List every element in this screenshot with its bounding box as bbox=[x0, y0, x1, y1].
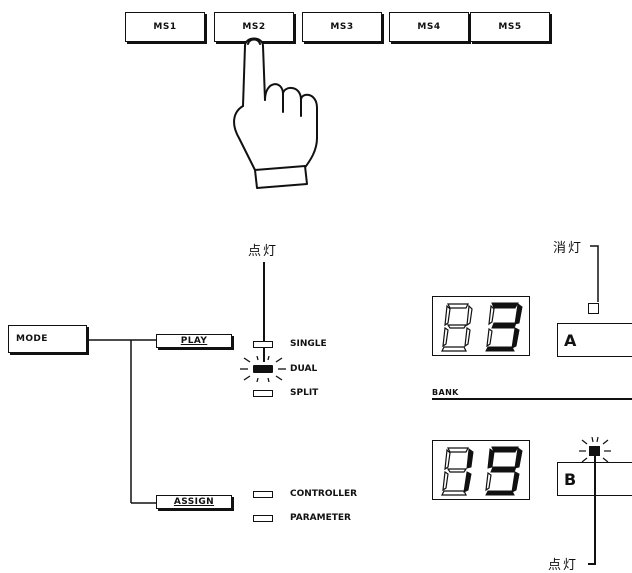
top-digits-icon bbox=[441, 302, 523, 352]
pointing-hand-icon bbox=[233, 37, 318, 189]
bank-label: BANK bbox=[432, 388, 459, 397]
controller-led bbox=[253, 491, 273, 498]
split-label: SPLIT bbox=[290, 388, 319, 398]
mode-button-label: MODE bbox=[16, 334, 48, 344]
split-led bbox=[253, 390, 273, 397]
bank-b-led-glow-icon bbox=[579, 437, 611, 463]
bank-a-led bbox=[588, 303, 599, 314]
lit-pointer-line-bottom bbox=[594, 456, 596, 564]
lit-pointer-line-top bbox=[263, 262, 265, 362]
mode-button[interactable]: MODE bbox=[8, 325, 87, 353]
off-label: 消灯 bbox=[553, 241, 584, 256]
off-pointer-line bbox=[590, 245, 599, 302]
ms5-label: MS5 bbox=[498, 22, 522, 32]
single-led bbox=[253, 341, 273, 348]
dual-label: DUAL bbox=[290, 364, 318, 374]
parameter-led bbox=[253, 515, 273, 522]
ms2-label: MS2 bbox=[242, 22, 266, 32]
play-button-label: PLAY bbox=[180, 336, 208, 346]
ms1-button[interactable]: MS1 bbox=[125, 12, 205, 42]
ms5-button[interactable]: MS5 bbox=[470, 12, 550, 42]
ms4-button[interactable]: MS4 bbox=[389, 12, 469, 42]
bottom-digits-icon bbox=[441, 446, 523, 496]
bank-b-led bbox=[589, 446, 600, 456]
dual-led bbox=[253, 365, 273, 373]
assign-button-label: ASSIGN bbox=[173, 497, 215, 507]
lit-label-top: 点灯 bbox=[248, 244, 279, 259]
ms3-label: MS3 bbox=[330, 22, 354, 32]
controller-label: CONTROLLER bbox=[290, 489, 358, 499]
lit-label-bottom: 点灯 bbox=[548, 558, 579, 573]
assign-button[interactable]: ASSIGN bbox=[156, 495, 232, 509]
bank-b-letter: B bbox=[564, 469, 577, 489]
bank-divider bbox=[432, 398, 632, 400]
parameter-label: PARAMETER bbox=[290, 513, 351, 523]
ms3-button[interactable]: MS3 bbox=[302, 12, 382, 42]
ms1-label: MS1 bbox=[153, 22, 177, 32]
bank-a-letter: A bbox=[564, 330, 577, 350]
lit-pointer-line-bottom-hook bbox=[588, 563, 596, 565]
play-button[interactable]: PLAY bbox=[156, 334, 232, 348]
bank-a-box: A bbox=[557, 323, 632, 357]
ms4-label: MS4 bbox=[417, 22, 441, 32]
single-label: SINGLE bbox=[290, 339, 327, 349]
dual-led-glow-icon bbox=[240, 356, 286, 382]
